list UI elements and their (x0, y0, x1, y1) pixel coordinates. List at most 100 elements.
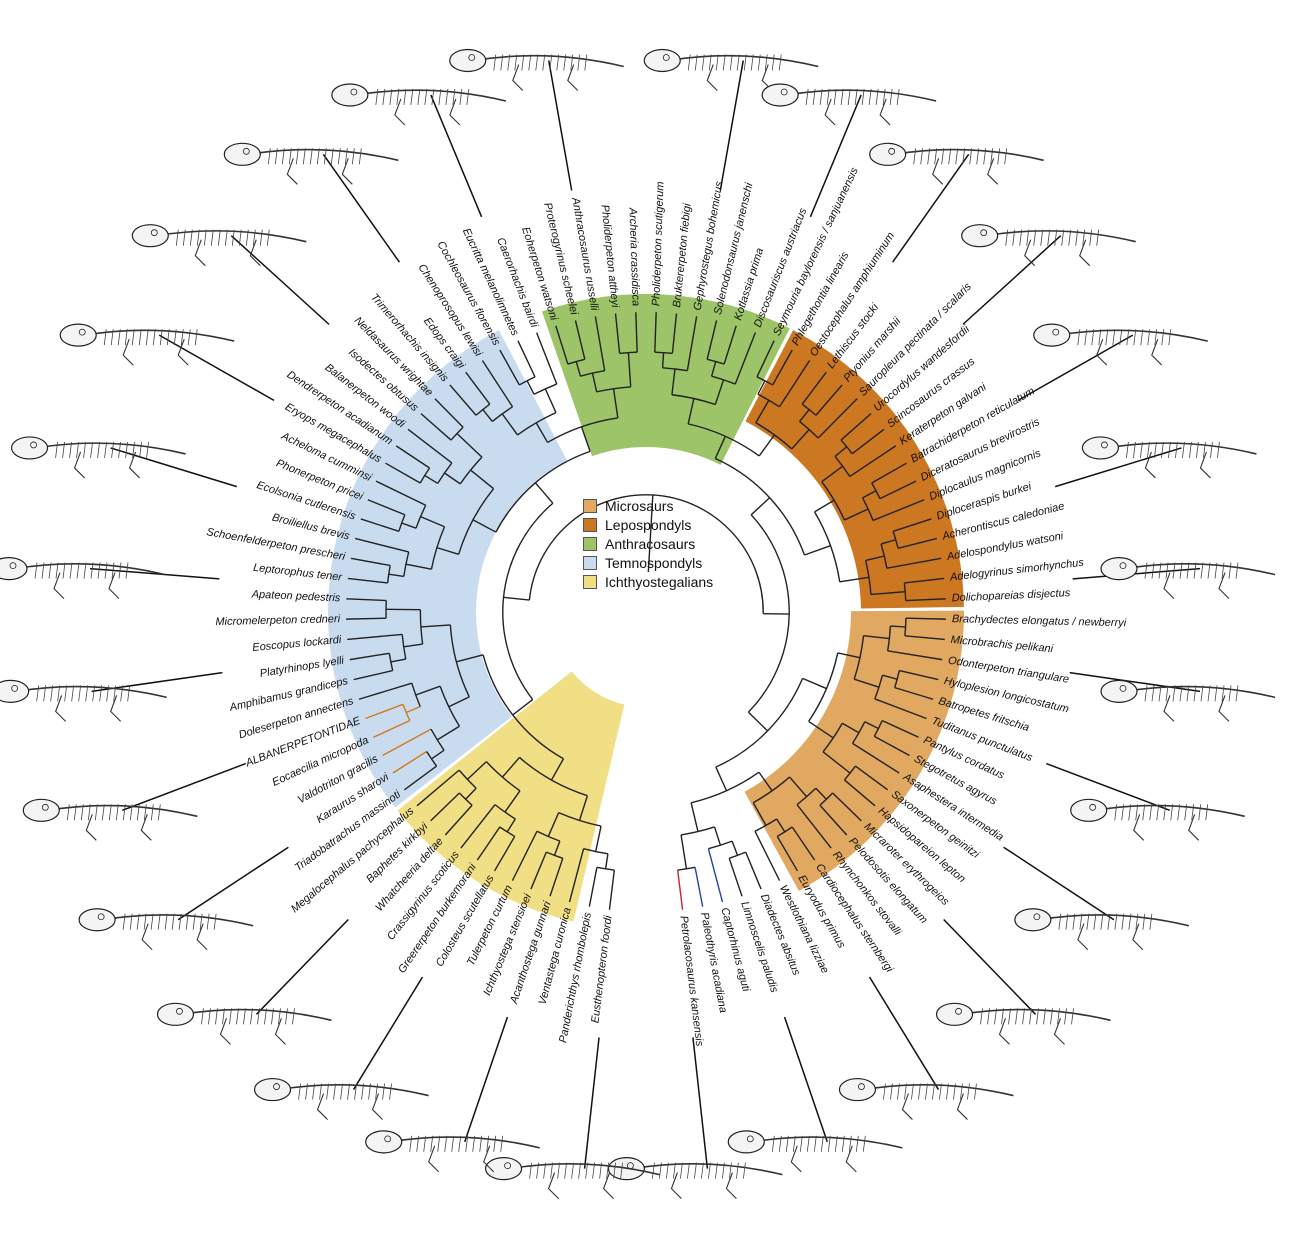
rib (578, 55, 580, 71)
rib (146, 329, 148, 345)
rib (708, 1163, 710, 1179)
rib (112, 442, 114, 458)
rib (1201, 685, 1203, 701)
rib (558, 1163, 560, 1179)
limb (846, 1146, 856, 1172)
rib (229, 1008, 231, 1024)
rib (214, 914, 216, 930)
rib (1055, 230, 1057, 246)
rib (91, 442, 93, 458)
rib (132, 329, 134, 345)
limb (1055, 1018, 1065, 1044)
rib (1115, 804, 1117, 820)
rib (1023, 1008, 1025, 1024)
leader-line (944, 919, 1036, 1014)
eryops-skeleton (937, 1003, 1111, 1044)
rib (772, 55, 774, 71)
limb (671, 1173, 681, 1199)
skull (12, 437, 48, 459)
legend-item-anthracosaurs: Anthracosaurs (583, 535, 783, 553)
rib (77, 563, 79, 579)
rib (352, 148, 354, 164)
limb (1078, 924, 1088, 950)
leader-line (693, 1037, 707, 1168)
spine (181, 1010, 331, 1021)
spine (390, 1137, 540, 1148)
rib (1168, 442, 1170, 458)
branch (708, 849, 722, 902)
rib (104, 329, 106, 345)
rib (105, 442, 107, 458)
rib (494, 55, 496, 71)
diplocaulus-skeleton (23, 799, 197, 840)
branch (606, 854, 608, 869)
branch (759, 435, 774, 456)
rib (970, 148, 972, 164)
skull (1034, 324, 1070, 346)
rib (1101, 914, 1103, 930)
taxon-label-archeria-crassidisca: Archeria crassidisca (626, 207, 641, 307)
rib (1236, 563, 1238, 579)
legend-label-microsaurs: Microsaurs (605, 498, 673, 514)
trimerorhachis-skeleton (839, 1079, 1013, 1120)
rib (139, 329, 141, 345)
rib (743, 1163, 745, 1179)
rib (84, 563, 86, 579)
rib (299, 1084, 301, 1100)
limb (141, 814, 151, 840)
legend-swatch-ichthyostegalians (583, 575, 597, 589)
branch (678, 870, 683, 910)
skull (1071, 799, 1107, 821)
limb (549, 1173, 559, 1199)
rib (204, 230, 206, 246)
microbrachis-skeleton (0, 680, 167, 721)
rib (967, 1084, 969, 1100)
spine (1039, 915, 1189, 926)
amphibamus-skeleton (1071, 799, 1245, 840)
diadectes-skeleton (132, 225, 306, 266)
legend-swatch-lepospondyls (583, 518, 597, 532)
rib (1194, 563, 1196, 579)
rib (1005, 148, 1007, 164)
rib (425, 89, 427, 105)
leader-line (323, 154, 399, 262)
rib (807, 1136, 809, 1152)
skull (1015, 909, 1051, 931)
rib (91, 563, 93, 579)
rib (883, 1084, 885, 1100)
rib (737, 55, 739, 71)
rib (1065, 1008, 1067, 1024)
rib (856, 1136, 858, 1152)
rib (65, 685, 67, 701)
tuditanus-skeleton (0, 558, 165, 599)
rib (1150, 914, 1152, 930)
limb (933, 158, 943, 184)
rib (501, 1136, 503, 1152)
rib (109, 804, 111, 820)
rib (1062, 230, 1064, 246)
spine (1125, 687, 1275, 698)
spine (17, 687, 167, 698)
rib (151, 804, 153, 820)
rib (1134, 329, 1136, 345)
rib (981, 1008, 983, 1024)
rib (736, 1163, 738, 1179)
rib (123, 804, 125, 820)
leader-line (122, 764, 245, 811)
legend: Microsaurs Lepospondyls Anthracosaurs Te… (583, 497, 783, 592)
rib (56, 442, 58, 458)
limb (287, 158, 297, 184)
rib (806, 89, 808, 105)
rib (37, 685, 39, 701)
rib (821, 1136, 823, 1152)
limb (1152, 339, 1162, 365)
leader-line (585, 1037, 599, 1168)
limb (902, 1094, 912, 1120)
limb (825, 99, 835, 125)
limb (568, 65, 578, 91)
rib (98, 442, 100, 458)
rib (390, 1084, 392, 1100)
rib (863, 1136, 865, 1152)
limb (1134, 814, 1144, 840)
leader-line (893, 154, 969, 262)
